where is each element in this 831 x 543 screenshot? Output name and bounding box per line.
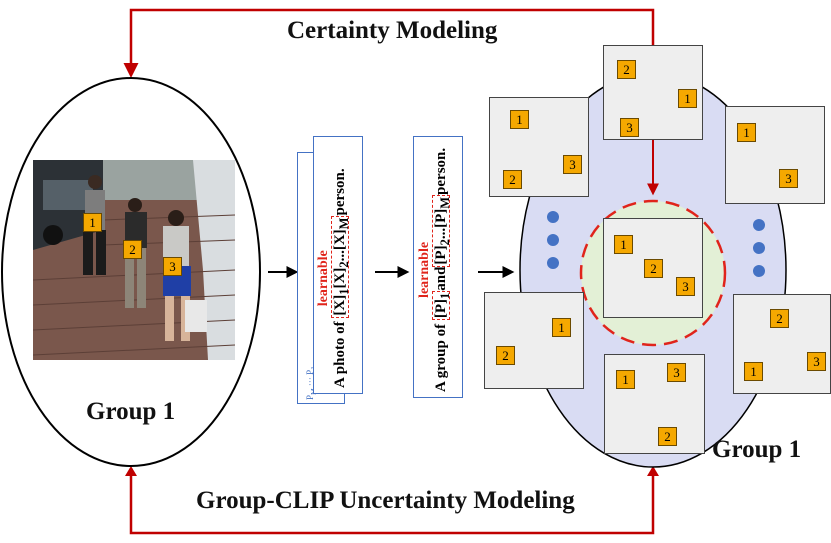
tile-badge: 2	[644, 259, 663, 278]
tile-badge: 2	[658, 427, 677, 446]
photo-scene	[33, 160, 235, 360]
tile-badge: 2	[496, 346, 515, 365]
node-dot	[547, 234, 559, 246]
tile-upper-right: 1 3	[725, 106, 825, 204]
prompt-card-2-learnable: learnable	[417, 241, 432, 298]
photo-badge-1: 1	[83, 213, 102, 232]
prompt-card-2-text: learnable A group of [P]1and[P]2...[P]Mp…	[417, 147, 452, 392]
tile-badge: 3	[779, 169, 798, 188]
left-group-label: Group 1	[86, 398, 176, 425]
prompt-card-1	[313, 136, 363, 394]
certainty-modeling-label: Certainty Modeling	[287, 17, 498, 44]
node-dot	[547, 257, 559, 269]
tile-badge: 2	[770, 309, 789, 328]
tile-badge: 2	[617, 60, 636, 79]
tile-upper-left: 1 3 2	[489, 97, 589, 197]
uncertainty-modeling-label: Group-CLIP Uncertainty Modeling	[196, 487, 575, 514]
tile-badge: 3	[667, 363, 686, 382]
tile-top: 2 1 3	[603, 45, 703, 140]
certainty-loop-arrow	[123, 8, 655, 78]
prompt-card-1-learnable: learnable	[316, 250, 331, 307]
tile-badge: 3	[563, 155, 582, 174]
tile-lower-right: 2 1 3	[733, 294, 831, 394]
group-photo: 1 2 3	[33, 160, 235, 360]
node-dot	[753, 242, 765, 254]
node-dot	[753, 265, 765, 277]
uncertainty-loop-arrow	[129, 468, 655, 535]
tile-badge: 1	[678, 89, 697, 108]
tile-badge: 1	[616, 370, 635, 389]
tile-badge: 3	[676, 277, 695, 296]
tile-badge: 3	[620, 118, 639, 137]
photo-badge-2: 2	[123, 240, 142, 259]
right-group-label: Group 1	[712, 436, 802, 463]
photo-badge-3: 3	[163, 257, 182, 276]
tile-bottom: 1 3 2	[604, 354, 705, 454]
tile-lower-left: 1 2	[484, 292, 584, 389]
tile-badge: 1	[552, 318, 571, 337]
node-dot	[753, 219, 765, 231]
node-dot	[547, 211, 559, 223]
tile-badge: 1	[744, 362, 763, 381]
tile-badge: 1	[614, 235, 633, 254]
prompt-card-1-text: learnable A photo of [X]1[X]2...[X]Mpers…	[316, 168, 351, 388]
tile-badge: 1	[737, 123, 756, 142]
tile-badge: 3	[807, 352, 826, 371]
tile-center: 1 2 3	[603, 218, 703, 318]
prompt-card-2	[413, 136, 463, 398]
tile-badge: 2	[503, 170, 522, 189]
tile-badge: 1	[510, 110, 529, 129]
